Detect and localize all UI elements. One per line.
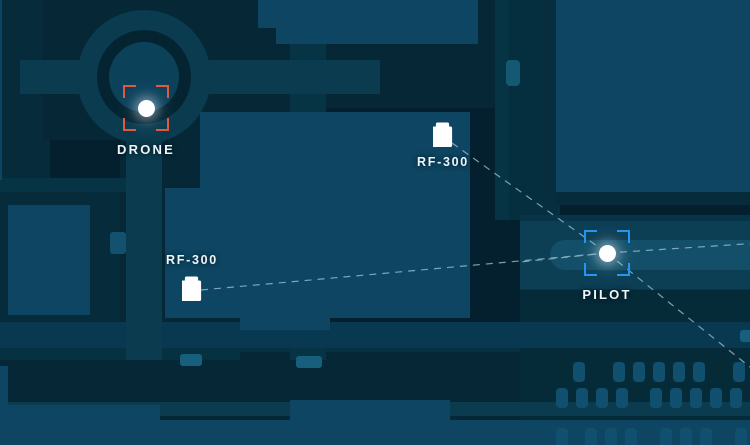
rf-sensor-left-label: RF-300 <box>166 253 218 267</box>
rf-sensor-top-label: RF-300 <box>417 155 469 169</box>
drone-label: DRONE <box>117 142 175 157</box>
pilot-reticle-icon <box>584 230 630 276</box>
rf-sensor-icon <box>182 276 202 301</box>
signal-links <box>200 142 750 368</box>
link-sensor-left-to-pilot <box>200 252 608 291</box>
drone-reticle-icon <box>123 85 169 131</box>
parking-grid <box>556 362 747 445</box>
pilot-position-dot <box>598 244 616 262</box>
drone-position-dot <box>137 99 155 117</box>
rf-sensor-icon <box>433 122 453 147</box>
pilot-label: PILOT <box>582 287 632 302</box>
pilot-pad <box>520 221 750 289</box>
link-sensor-top-to-pilot <box>451 142 608 254</box>
link-pilot-west <box>519 252 608 263</box>
roundabout <box>20 10 380 360</box>
link-pilot-to-edge <box>606 252 750 368</box>
